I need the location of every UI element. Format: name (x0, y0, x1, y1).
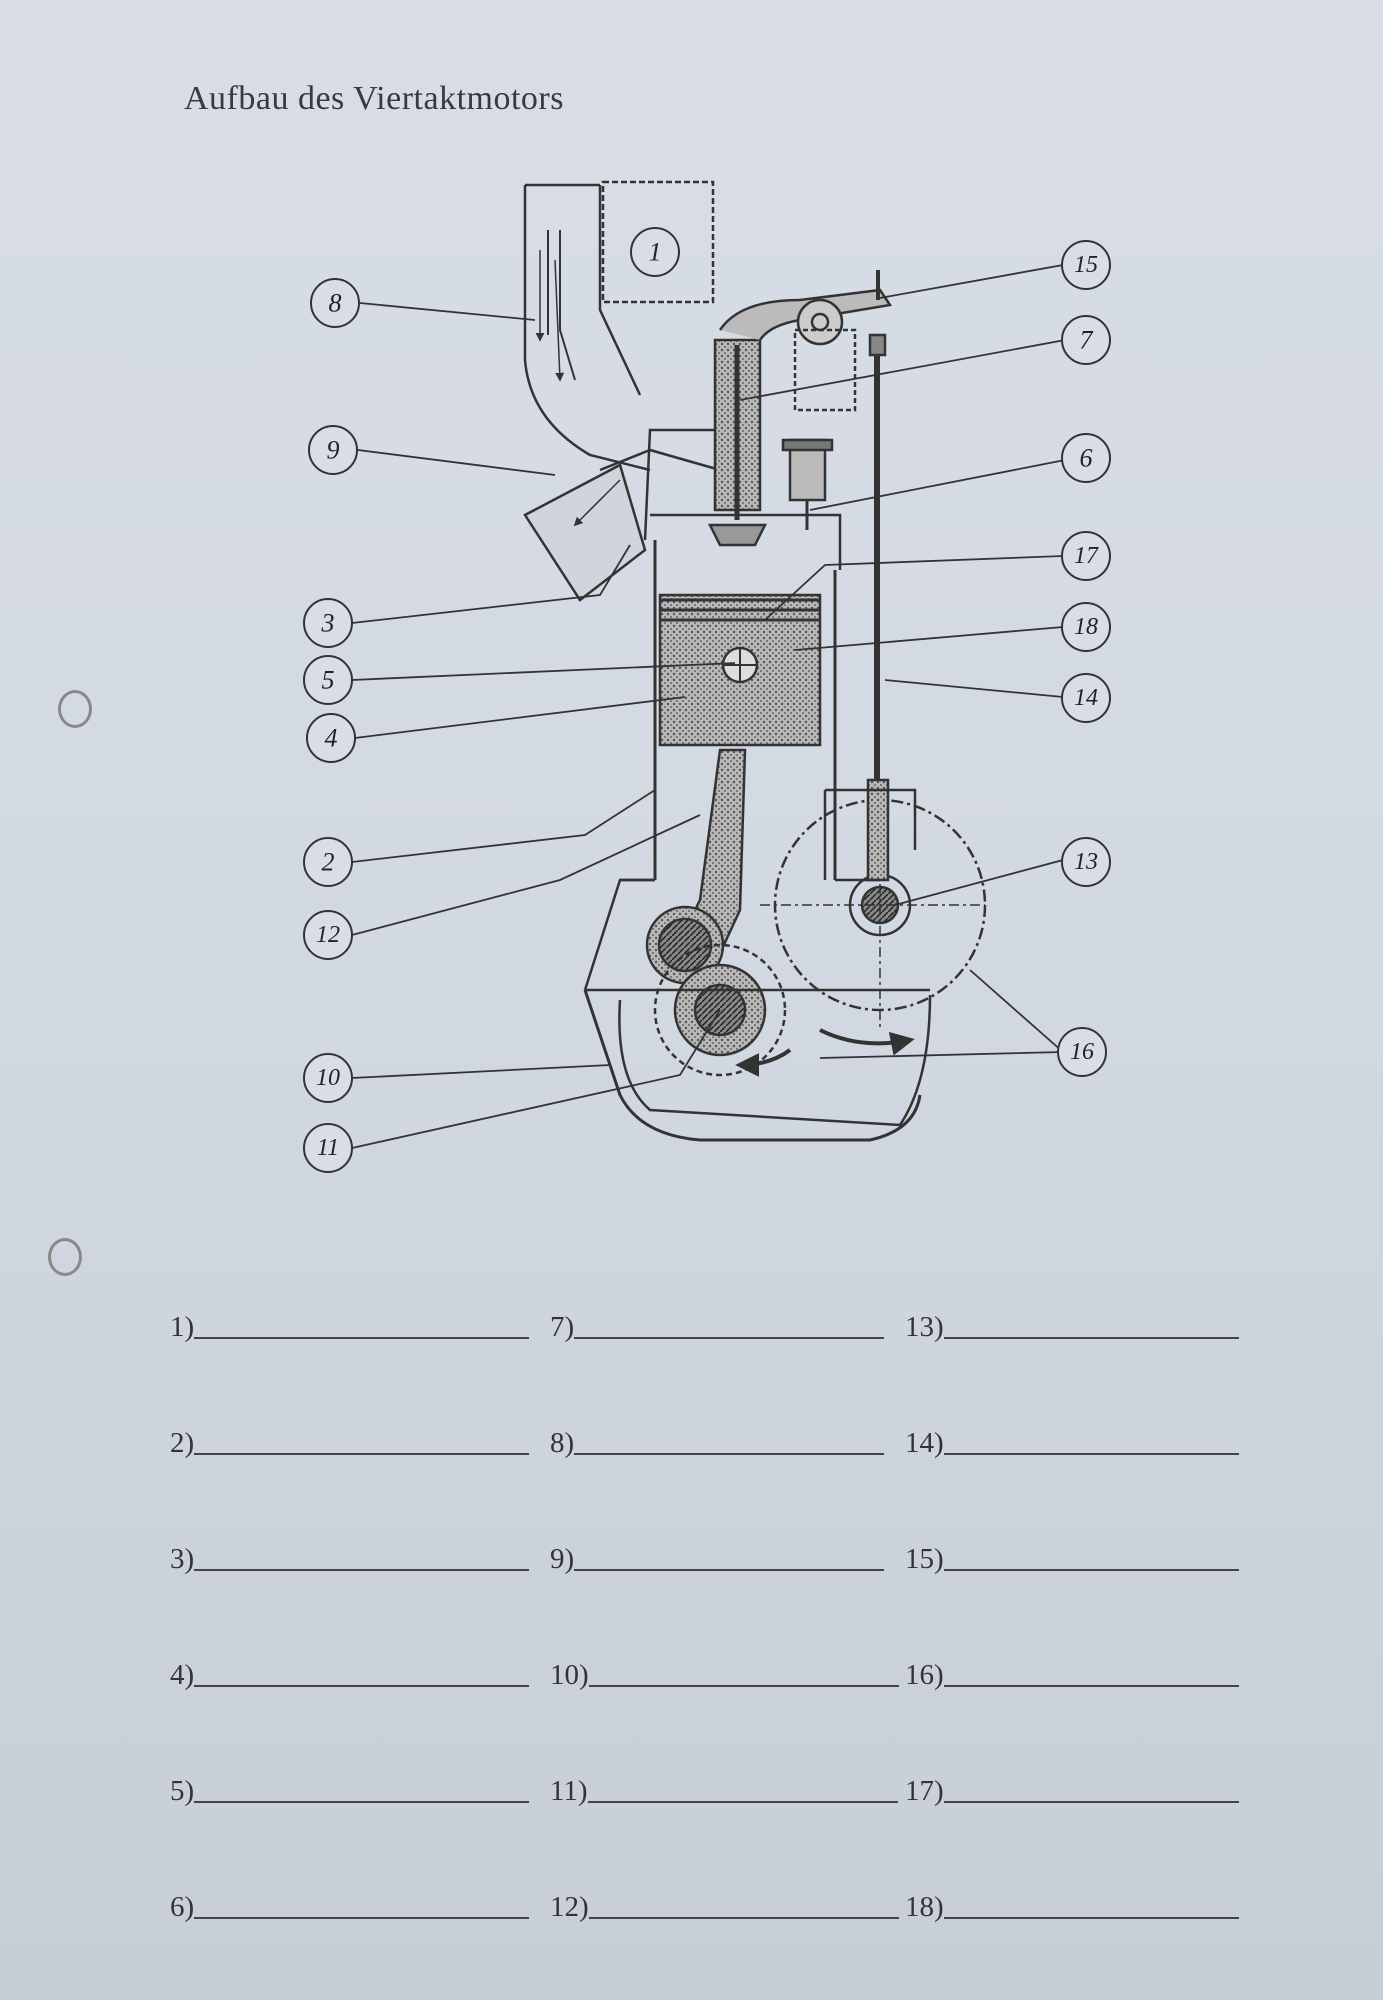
answer-grid: 1) 7) 13) 2) 8) 14) 3) 9) 15) 4) 10) 16)… (170, 1228, 1250, 1924)
callout-14 (1061, 673, 1111, 723)
blank-line[interactable] (574, 1453, 885, 1455)
callout-text-16: 16 (1070, 1039, 1094, 1065)
blank-line[interactable] (574, 1337, 885, 1339)
callout-text-2: 2 (322, 848, 335, 877)
callout-text-14: 14 (1074, 685, 1098, 711)
callout-12 (303, 910, 353, 960)
blank-line[interactable] (194, 1569, 530, 1571)
answer-line-18[interactable]: 18) (905, 1808, 1245, 1924)
callout-text-17: 17 (1074, 543, 1099, 569)
callout-15 (1061, 240, 1111, 290)
blank-line[interactable] (588, 1917, 899, 1919)
blank-line[interactable] (943, 1569, 1239, 1571)
answer-number: 4) (170, 1659, 195, 1691)
callout-11 (303, 1123, 353, 1173)
answer-line-13[interactable]: 13) (905, 1228, 1245, 1344)
answer-number: 17) (905, 1775, 944, 1807)
callout-6 (1061, 433, 1111, 483)
answer-line-6[interactable]: 6) (170, 1808, 550, 1924)
answer-line-7[interactable]: 7) (550, 1228, 905, 1344)
engine-diagram: 8 9 3 5 4 2 12 10 11 1 15 7 6 17 18 14 1… (303, 180, 1111, 1173)
callout-13 (1061, 837, 1111, 887)
blank-line[interactable] (194, 1453, 530, 1455)
engine-drawing (523, 180, 987, 1142)
punch-hole-top (58, 690, 92, 728)
answer-line-15[interactable]: 15) (905, 1460, 1245, 1576)
blank-line[interactable] (194, 1685, 530, 1687)
callout-7 (1061, 315, 1111, 365)
leader-lines (351, 264, 1066, 1149)
callout-1 (630, 227, 680, 277)
callout-9 (308, 425, 358, 475)
callout-2 (303, 837, 353, 887)
callout-10 (303, 1053, 353, 1103)
callout-text-6: 6 (1080, 444, 1093, 473)
answer-number: 10) (550, 1659, 589, 1691)
answer-line-11[interactable]: 11) (550, 1692, 905, 1808)
callout-text-3: 3 (321, 609, 335, 638)
blank-line[interactable] (588, 1685, 899, 1687)
callout-text-7: 7 (1080, 326, 1094, 355)
blank-line[interactable] (194, 1801, 530, 1803)
callout-4 (306, 713, 356, 763)
answer-number: 15) (905, 1543, 944, 1575)
answer-line-12[interactable]: 12) (550, 1808, 905, 1924)
punch-hole-bottom (48, 1238, 82, 1276)
answer-line-3[interactable]: 3) (170, 1460, 550, 1576)
box-1 (601, 180, 715, 304)
answer-number: 14) (905, 1427, 944, 1459)
answer-line-10[interactable]: 10) (550, 1576, 905, 1692)
callout-18 (1061, 602, 1111, 652)
blank-line[interactable] (943, 1801, 1239, 1803)
answer-number: 7) (550, 1311, 575, 1343)
callout-3 (303, 598, 353, 648)
callout-text-8: 8 (329, 289, 342, 318)
callout-text-15: 15 (1074, 252, 1098, 278)
answer-number: 1) (170, 1311, 195, 1343)
answer-line-5[interactable]: 5) (170, 1692, 550, 1808)
callout-text-1: 1 (649, 238, 662, 267)
answer-line-1[interactable]: 1) (170, 1228, 550, 1344)
answer-line-16[interactable]: 16) (905, 1576, 1245, 1692)
blank-line[interactable] (194, 1337, 530, 1339)
blank-line[interactable] (587, 1801, 898, 1803)
callout-text-18: 18 (1074, 614, 1098, 640)
callout-17 (1061, 531, 1111, 581)
answer-number: 13) (905, 1311, 944, 1343)
answer-number: 2) (170, 1427, 195, 1459)
page-title: Aufbau des Viertaktmotors (184, 80, 564, 117)
answer-number: 18) (905, 1891, 944, 1923)
callout-text-13: 13 (1074, 849, 1098, 875)
answer-number: 11) (550, 1775, 588, 1807)
blank-line[interactable] (194, 1917, 530, 1919)
answer-number: 8) (550, 1427, 575, 1459)
blank-line[interactable] (943, 1337, 1239, 1339)
blank-line[interactable] (943, 1917, 1239, 1919)
blank-line[interactable] (943, 1685, 1239, 1687)
answer-number: 3) (170, 1543, 195, 1575)
callout-5 (303, 655, 353, 705)
blank-line[interactable] (574, 1569, 885, 1571)
callout-text-4: 4 (325, 724, 338, 753)
answer-number: 9) (550, 1543, 575, 1575)
callout-text-11: 11 (317, 1135, 339, 1161)
callout-text-9: 9 (327, 436, 340, 465)
answer-line-14[interactable]: 14) (905, 1344, 1245, 1460)
callout-16 (1057, 1027, 1107, 1077)
answer-line-8[interactable]: 8) (550, 1344, 905, 1460)
answer-line-9[interactable]: 9) (550, 1460, 905, 1576)
answer-number: 5) (170, 1775, 195, 1807)
callout-8 (310, 278, 360, 328)
answer-line-17[interactable]: 17) (905, 1692, 1245, 1808)
answer-number: 12) (550, 1891, 589, 1923)
callout-text-5: 5 (322, 666, 335, 695)
callout-text-10: 10 (316, 1065, 340, 1091)
answer-number: 16) (905, 1659, 944, 1691)
blank-line[interactable] (943, 1453, 1239, 1455)
answer-line-4[interactable]: 4) (170, 1576, 550, 1692)
answer-line-2[interactable]: 2) (170, 1344, 550, 1460)
answer-number: 6) (170, 1891, 195, 1923)
callout-text-12: 12 (316, 922, 340, 948)
